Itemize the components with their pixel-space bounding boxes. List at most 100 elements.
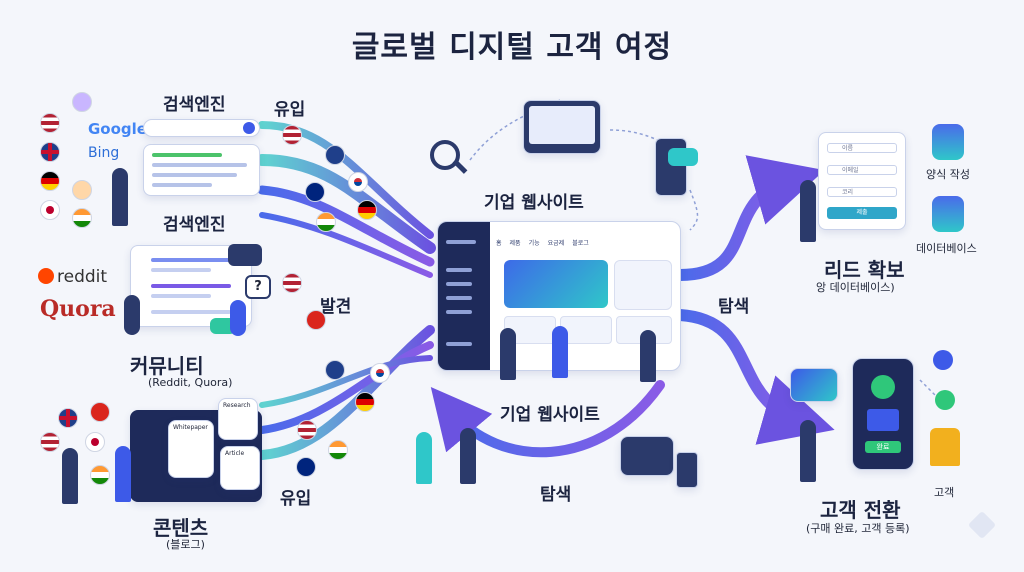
bing-logo-text: Bing <box>88 145 120 161</box>
person-figure <box>62 448 78 504</box>
germany-flag-icon <box>357 200 377 220</box>
user-avatar-icon <box>72 92 92 112</box>
dotted-connector-3 <box>689 189 699 231</box>
submit-button[interactable]: 제출 <box>827 207 897 219</box>
flow-to-lead <box>674 155 825 281</box>
post-line <box>151 294 211 298</box>
search-input[interactable] <box>143 119 260 137</box>
person-figure <box>800 180 816 242</box>
india-flag-icon <box>316 212 336 232</box>
reddit-logo: reddit <box>38 267 107 287</box>
google-logo: Google <box>88 120 147 138</box>
us-flag-icon <box>40 113 60 133</box>
germany-flag-icon <box>40 171 60 191</box>
flow-content-2 <box>258 341 434 434</box>
sidebar-item[interactable] <box>446 282 472 286</box>
feature-card[interactable] <box>560 316 612 344</box>
sidebar-item[interactable] <box>446 296 472 300</box>
community-label: 커뮤니티 <box>130 354 204 378</box>
uk-flag-icon <box>40 142 60 162</box>
name-field[interactable]: 이름 <box>827 143 897 153</box>
person-figure <box>416 432 432 484</box>
email-field[interactable]: 이메일 <box>827 165 897 175</box>
website-nav: 홈 제품 기능 요금제 블로그 <box>496 238 589 247</box>
flow-label-inflow-top: 유입 <box>274 100 306 120</box>
sidebar-item[interactable] <box>446 240 476 244</box>
trophy-icon <box>930 428 960 466</box>
sidebar-item[interactable] <box>446 268 472 272</box>
australia-flag-icon <box>305 182 325 202</box>
community-sub: (Reddit, Quora) <box>148 376 233 389</box>
monitor-screen <box>529 106 595 144</box>
australia-flag-icon <box>296 457 316 477</box>
reddit-icon <box>38 268 54 284</box>
japan-flag-icon <box>40 200 60 220</box>
nav-blog[interactable]: 블로그 <box>572 240 589 247</box>
nav-home[interactable]: 홈 <box>496 240 502 247</box>
content-sub: (블로그) <box>166 538 205 551</box>
uk-flag-icon <box>325 145 345 165</box>
hero-banner <box>504 260 608 308</box>
post-line <box>151 268 211 272</box>
india-flag-icon <box>328 440 348 460</box>
person-figure <box>460 428 476 484</box>
lead-label: 리드 확보 <box>824 258 905 282</box>
phone-checkout: 완료 <box>852 358 914 470</box>
india-flag-icon <box>90 465 110 485</box>
magnifier-icon <box>430 140 460 170</box>
person-figure <box>112 168 128 226</box>
person-figure <box>640 330 656 382</box>
us-flag-icon <box>297 420 317 440</box>
flow-label-inflow-bottom: 유입 <box>280 489 312 509</box>
nav-pricing[interactable]: 요금제 <box>547 240 565 247</box>
check-badge-icon <box>935 390 955 410</box>
search-results-card <box>143 144 260 196</box>
document-title: Article <box>225 450 245 457</box>
question-icon: ? <box>245 275 271 299</box>
trophy-label: 고객 <box>934 486 955 499</box>
post-line <box>151 258 231 262</box>
database-label-form: 양식 작성 <box>926 168 970 181</box>
chat-bubble-icon-2 <box>210 318 236 334</box>
conversion-sub: (구매 완료, 고객 등록) <box>806 522 910 535</box>
document-card: Research <box>218 398 258 440</box>
flow-search-3 <box>257 185 435 267</box>
database-icon <box>932 124 964 160</box>
website-sidebar <box>438 222 490 370</box>
flow-content-3 <box>259 355 433 408</box>
sidebar-item[interactable] <box>446 310 472 314</box>
vietnam-flag-icon <box>90 402 110 422</box>
complete-button[interactable]: 완료 <box>865 441 901 453</box>
search-label-top: 검색엔진 <box>163 95 226 115</box>
result-line <box>152 173 237 177</box>
user-avatar-icon-2 <box>72 180 92 200</box>
us-flag-icon <box>40 432 60 452</box>
lead-sub: 앙 데이터베이스) <box>816 281 895 294</box>
quora-logo: Quora <box>40 296 116 322</box>
lead-form[interactable]: 이름 이메일 코리 제출 <box>818 132 906 230</box>
nav-features[interactable]: 기능 <box>528 240 540 247</box>
person-figure <box>115 446 131 502</box>
check-icon <box>871 375 895 399</box>
phone-icon <box>676 452 698 488</box>
search-icon[interactable] <box>243 122 255 134</box>
flow-to-conversion <box>674 309 835 445</box>
flow-search-2 <box>256 154 436 254</box>
check-badge-icon <box>933 350 953 370</box>
chart-widget <box>614 260 672 310</box>
person-figure <box>552 326 568 378</box>
us-flag-icon <box>282 273 302 293</box>
uk-flag-icon <box>325 360 345 380</box>
post-line <box>151 284 231 288</box>
reddit-logo-text: reddit <box>57 267 108 287</box>
post-line <box>151 310 231 314</box>
result-line <box>152 163 247 167</box>
conversion-label: 고객 전환 <box>820 498 901 522</box>
nav-products[interactable]: 제품 <box>509 240 521 247</box>
phone-icon <box>655 138 687 196</box>
category-select[interactable]: 코리 <box>827 187 897 197</box>
result-line <box>152 183 212 187</box>
person-figure <box>230 300 246 336</box>
flow-content-1 <box>257 325 435 460</box>
sidebar-item[interactable] <box>446 342 472 346</box>
